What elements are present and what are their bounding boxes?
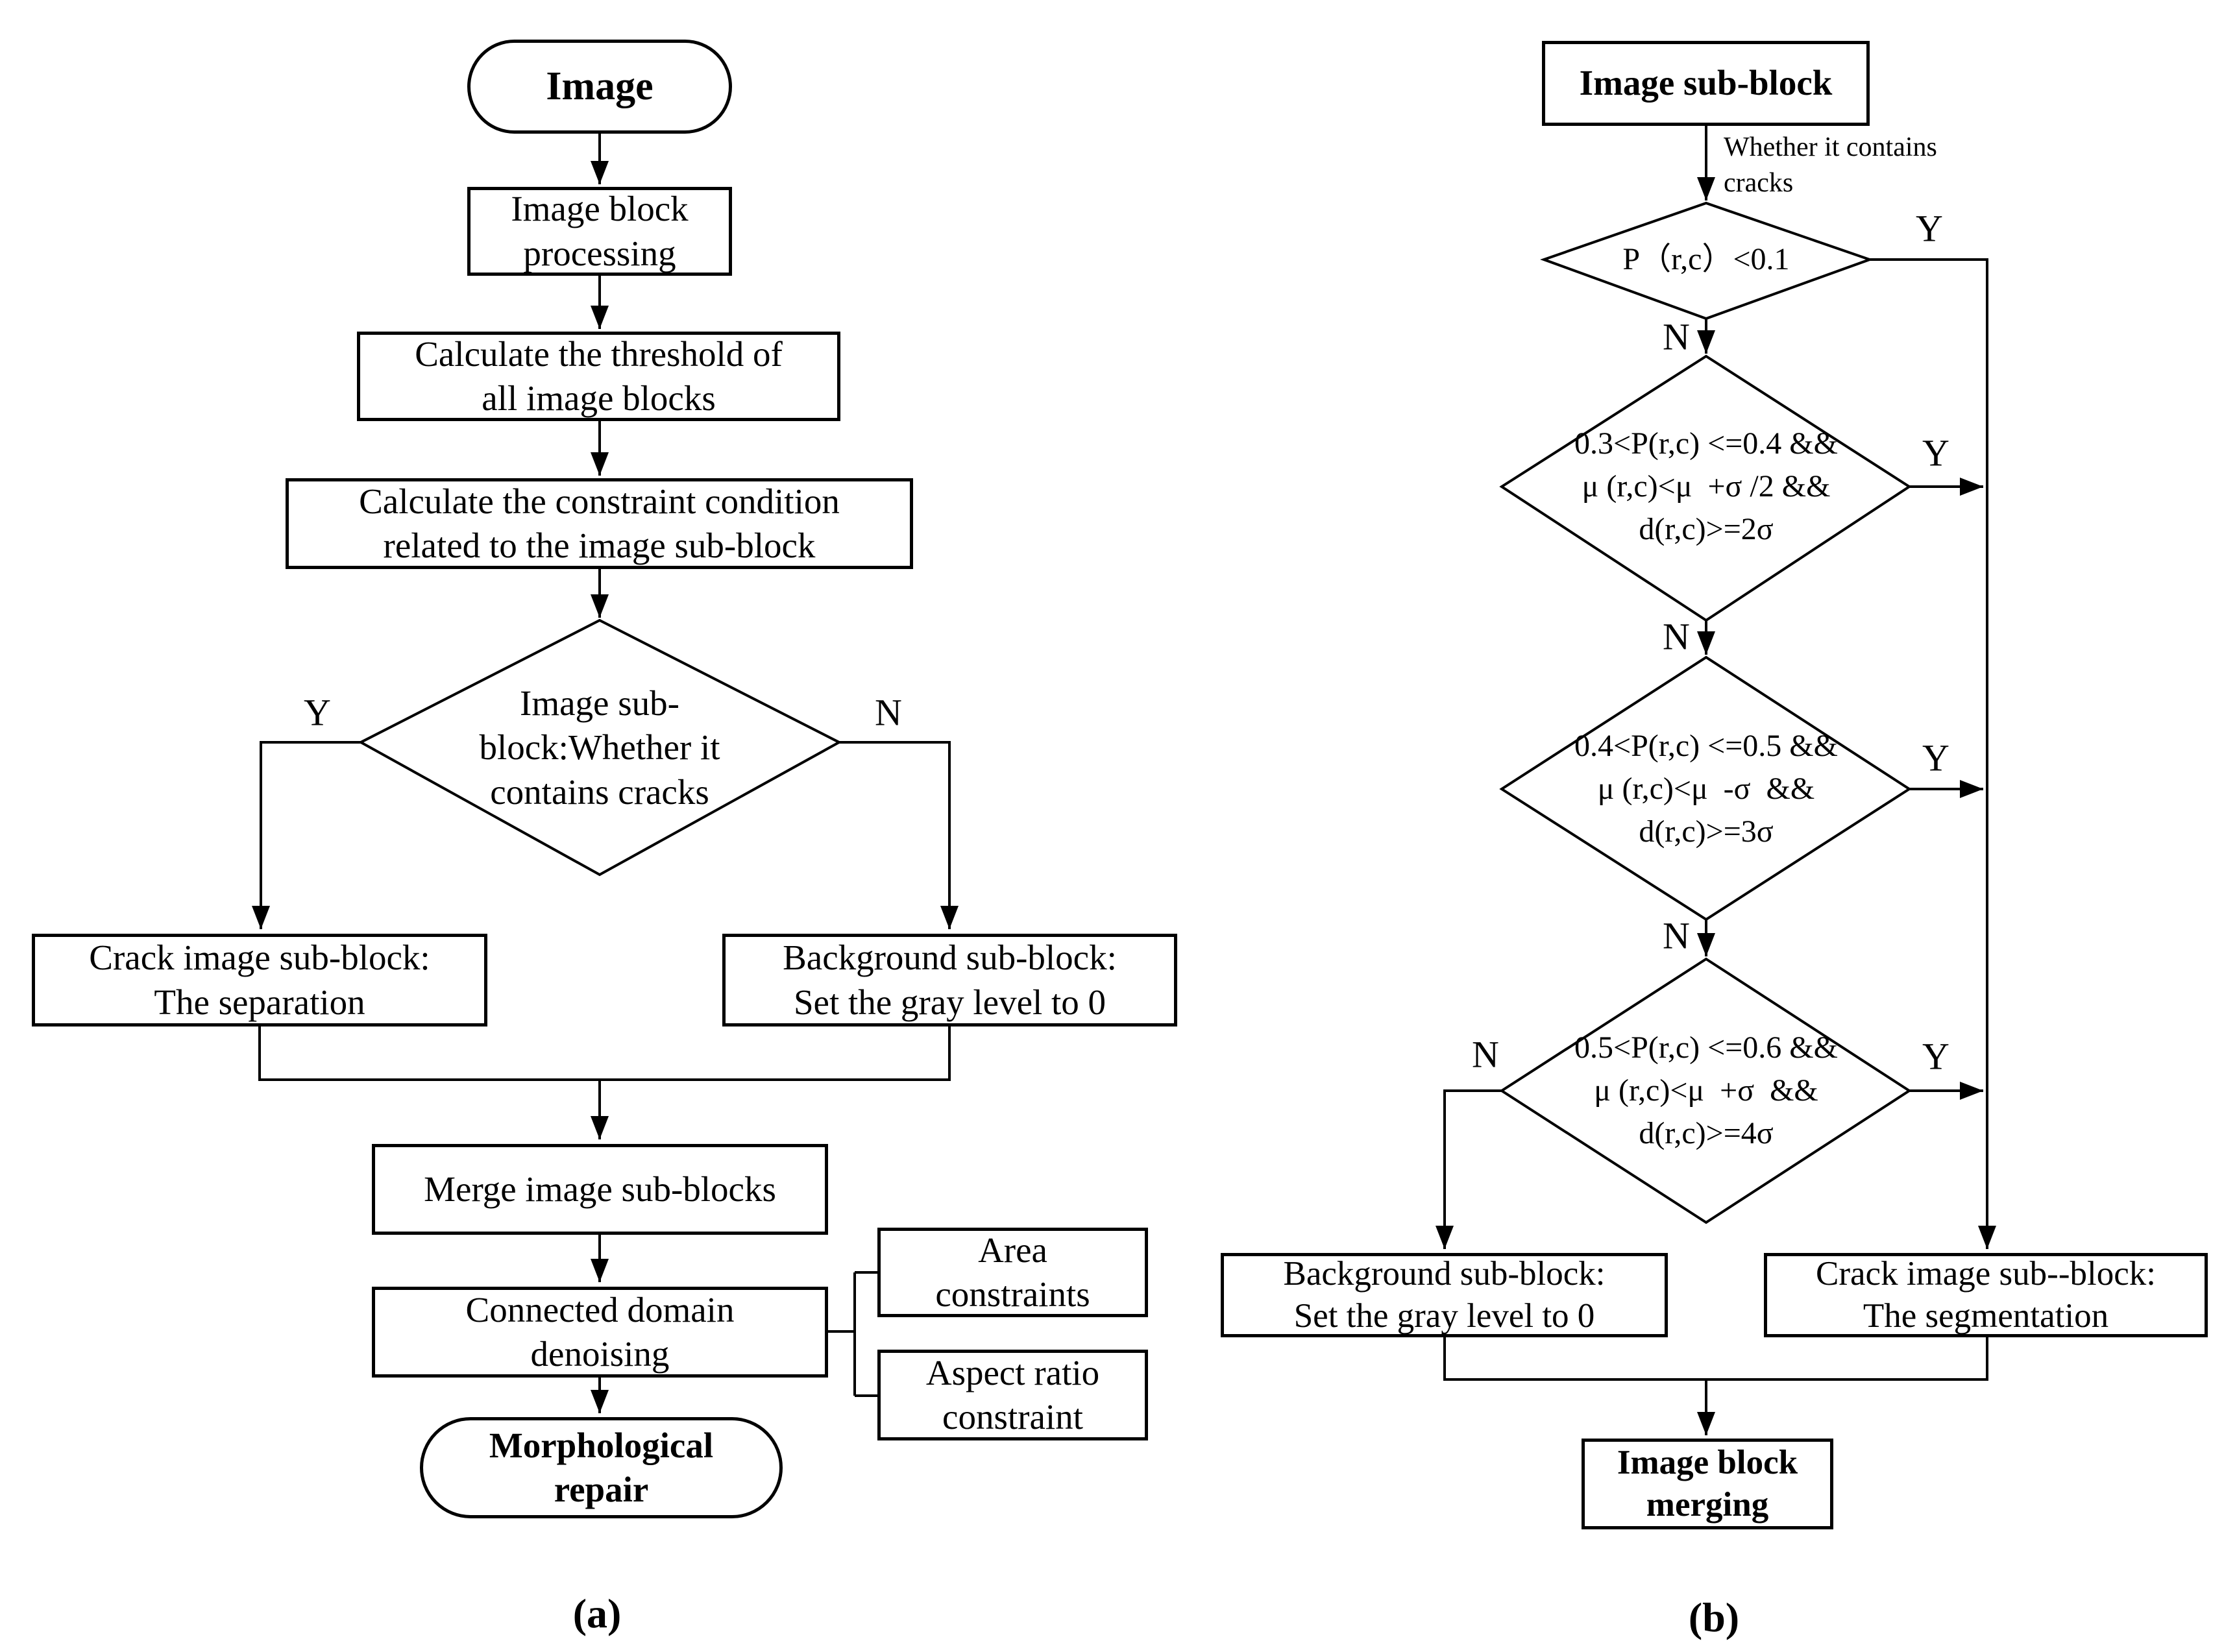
b-start-note: Whether it contains cracks [1724,130,1996,200]
decision-b4-diamond [1499,957,1912,1224]
a-aspect-line2: constraint [942,1397,1083,1437]
a-area-line2: constraints [935,1274,1090,1314]
decision-a-diamond [358,618,842,877]
a-decision-line1: Image sub- [520,683,679,723]
a-decision-line3: contains cracks [490,771,709,812]
b-d2-no-label: N [1663,615,1690,658]
a-repair-line1: Morphological [489,1425,714,1465]
a-background-line2: Set the gray level to 0 [793,982,1106,1022]
a-denoise-node: Connected domain denoising [372,1287,828,1378]
a-threshold-line1: Calculate the threshold of [415,334,783,374]
b-start-label: Image sub-block [1579,63,1833,103]
b-d2-text: 0.3<P(r,c) <=0.4 && μ (r,c)<μ +σ /2 && d… [1550,422,1862,552]
a-aspect-line1: Aspect ratio [925,1352,1100,1392]
a-crack-line1: Crack image sub-block: [89,938,430,978]
a-background-line1: Background sub-block: [783,938,1117,978]
b-d1-no-label: N [1663,315,1690,358]
a-crack-node: Crack image sub-block: The separation [32,934,487,1026]
a-start-node: Image [467,40,732,134]
b-d3-no-label: N [1663,914,1690,957]
a-block-processing-line2: processing [523,233,676,273]
b-d1-condition: P（r,c）<0.1 [1622,241,1790,276]
a-repair-node: Morphological repair [420,1417,783,1518]
b-d4-text: 0.5<P(r,c) <=0.6 && μ (r,c)<μ +σ && d(r,… [1550,1026,1862,1156]
a-merge-label: Merge image sub-blocks [424,1169,776,1209]
b-merging-line1: Image block [1617,1444,1798,1482]
b-crack-node: Crack image sub--block: The segmentation [1764,1253,2208,1337]
a-constraint-line1: Calculate the constraint condition [359,481,840,521]
a-constraint-node: Calculate the constraint condition relat… [286,478,913,569]
join-b-lines [1443,1337,1988,1381]
b-start-node: Image sub-block [1542,41,1870,126]
b-d4-line3: d(r,c)>=4σ [1639,1116,1774,1151]
b-d3-text: 0.4<P(r,c) <=0.5 && μ (r,c)<μ -σ && d(r,… [1550,724,1862,854]
a-aspect-ratio-node: Aspect ratio constraint [877,1350,1148,1440]
b-background-line1: Background sub-block: [1283,1255,1606,1293]
a-yes-label: Y [304,691,331,734]
b-crack-line1: Crack image sub--block: [1816,1255,2156,1293]
b-d3-yes-label: Y [1922,736,1949,779]
a-merge-node: Merge image sub-blocks [372,1144,828,1235]
caption-b: (b) [1688,1594,1740,1640]
a-start-label: Image [546,64,654,109]
join-a-lines [258,1026,951,1081]
b-d1-text: P（r,c）<0.1 [1576,221,1836,298]
branch-b-d4-no [1436,1089,1502,1249]
b-start-note-line1: Whether it contains [1724,132,1937,162]
b-d2-line3: d(r,c)>=2σ [1639,512,1774,547]
b-crack-line2: The segmentation [1863,1297,2109,1335]
b-start-note-line2: cracks [1724,167,1794,198]
b-d3-line2: μ (r,c)<μ -σ && [1597,771,1815,806]
a-area-constraints-node: Area constraints [877,1228,1148,1317]
a-no-label: N [875,691,902,734]
b-d2-yes-label: Y [1922,431,1949,474]
a-denoise-line1: Connected domain [465,1289,735,1330]
b-merging-line2: merging [1646,1486,1769,1524]
a-block-processing-node: Image block processing [467,187,732,276]
b-merging-node: Image block merging [1582,1439,1833,1529]
b-d3-line1: 0.4<P(r,c) <=0.5 && [1574,728,1838,763]
caption-a: (a) [572,1590,622,1636]
b-background-node: Background sub-block: Set the gray level… [1221,1253,1668,1337]
a-block-processing-line1: Image block [511,189,689,229]
b-d4-line2: μ (r,c)<μ +σ && [1594,1073,1818,1108]
a-denoise-line2: denoising [530,1334,670,1374]
a-threshold-line2: all image blocks [482,378,716,418]
a-repair-line2: repair [554,1470,649,1509]
branch-a-yes [252,741,361,929]
a-background-node: Background sub-block: Set the gray level… [722,934,1177,1026]
b-background-line2: Set the gray level to 0 [1293,1297,1595,1335]
b-d4-line1: 0.5<P(r,c) <=0.6 && [1574,1030,1838,1065]
a-decision-text: Image sub- block:Whether it contains cra… [405,655,794,840]
branch-b-d1-yes [1870,258,1996,1249]
b-d4-yes-label: Y [1922,1035,1949,1078]
a-constraint-line2: related to the image sub-block [383,526,816,565]
a-decision-line2: block:Whether it [479,727,720,768]
b-d4-no-label: N [1472,1033,1499,1076]
branch-a-no [839,741,959,929]
b-d2-line2: μ (r,c)<μ +σ /2 && [1582,468,1831,504]
a-crack-line2: The separation [154,982,365,1022]
b-d3-line3: d(r,c)>=3σ [1639,814,1774,849]
a-threshold-node: Calculate the threshold of all image blo… [357,332,840,421]
b-d1-yes-label: Y [1916,207,1943,250]
b-d2-line1: 0.3<P(r,c) <=0.4 && [1574,426,1838,461]
a-area-line1: Area [978,1230,1047,1270]
